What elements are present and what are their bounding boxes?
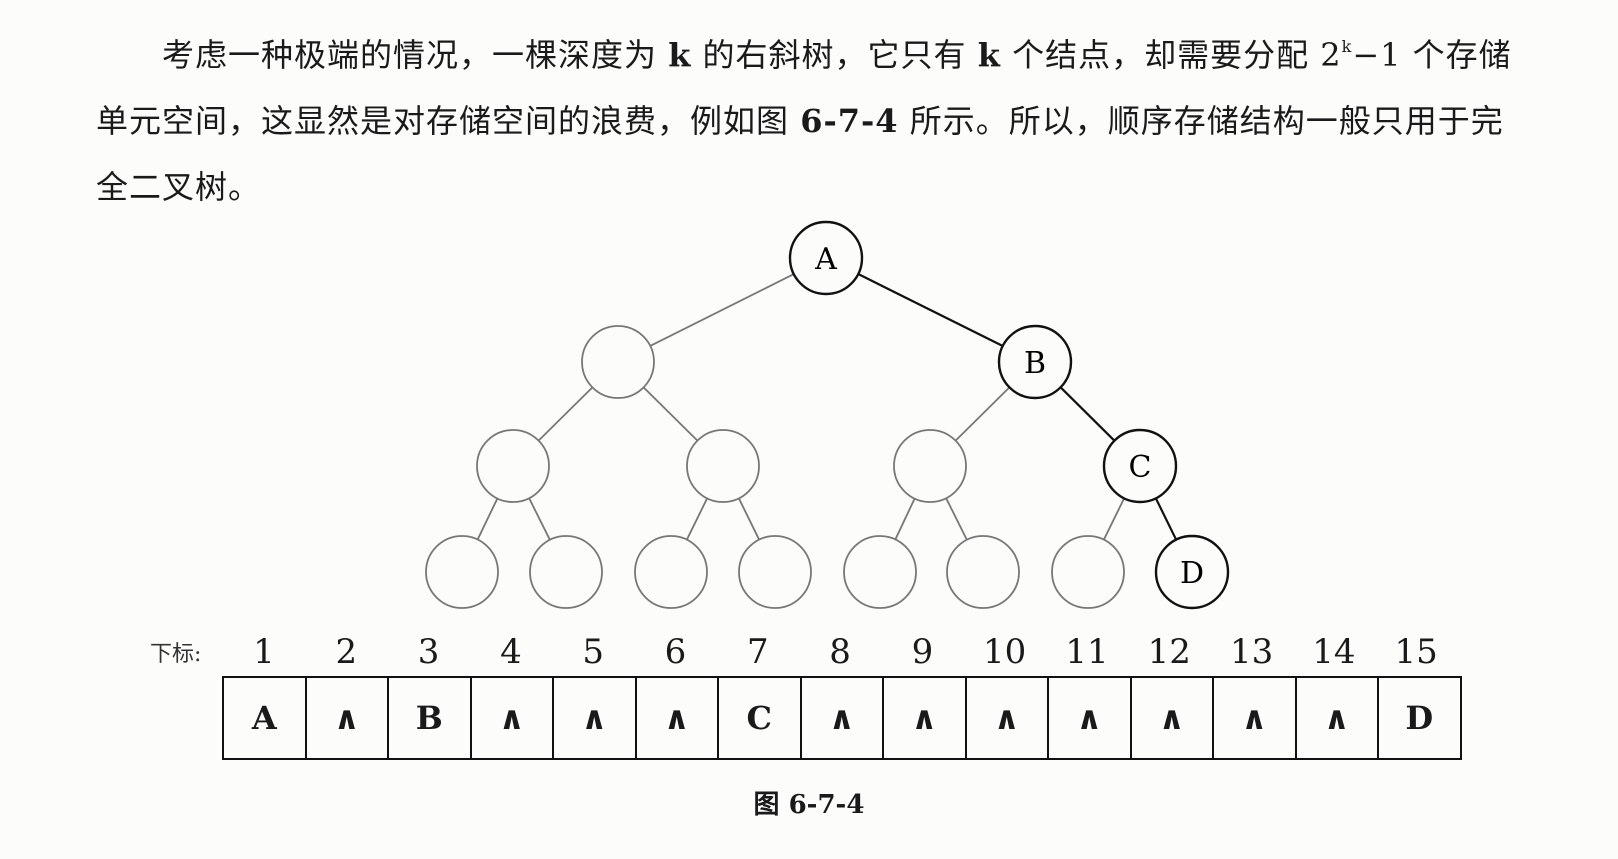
tree-edge (686, 497, 708, 541)
body-paragraph: 考虑一种极端的情况，一棵深度为 k 的右斜树，它只有 k 个结点，却需要分配 2… (96, 14, 1526, 220)
para-text-2: 的右斜树，它只有 (691, 36, 978, 74)
tree-node-label: B (1024, 346, 1046, 381)
tree-edge (649, 273, 795, 347)
para-text-5: 所示。所以，顺序存储结构一般只用于完全二叉树。 (96, 102, 1504, 206)
index-number: 10 (983, 632, 1027, 672)
array-cell-b: B (389, 678, 472, 758)
array-cell-null: ∧ (1049, 678, 1132, 758)
tree-node-d: D (1154, 534, 1230, 610)
tree-node-label: C (1129, 450, 1152, 485)
binary-tree-diagram: A B C D (425, 220, 1230, 610)
para-text-4: −1 个存储单元空间，这显然是对存储空间的浪费，例如图 (96, 36, 1512, 140)
index-number: 15 (1394, 632, 1438, 672)
storage-array: A∧B∧∧∧C∧∧∧∧∧∧∧D (222, 676, 1462, 760)
index-number: 7 (746, 632, 769, 672)
tree-node-label: A (814, 242, 837, 277)
index-number: 9 (911, 632, 934, 672)
array-cell-null: ∧ (884, 678, 967, 758)
array-cell-c: C (719, 678, 802, 758)
tree-edge (642, 386, 699, 442)
index-label: 下标: (150, 642, 202, 667)
tree-node-empty (686, 429, 760, 503)
tree-node-c: C (1102, 428, 1178, 504)
tree-edge (954, 386, 1011, 442)
tree-node-empty (738, 535, 812, 609)
tree-node-empty (581, 325, 655, 399)
tree-edge (894, 498, 916, 540)
tree-node-empty (529, 535, 603, 609)
para-text-3: 个结点，却需要分配 2 (1000, 36, 1342, 74)
index-number: 13 (1229, 632, 1274, 672)
index-number: 5 (582, 632, 604, 672)
tree-node-b: B (997, 324, 1073, 400)
array-cell-a: A (224, 678, 307, 758)
index-number: 8 (829, 632, 851, 672)
index-number: 1 (253, 632, 275, 672)
index-number: 2 (335, 632, 358, 672)
tree-node-label: D (1180, 556, 1204, 591)
tree-edge (537, 386, 594, 442)
index-number: 12 (1147, 632, 1191, 672)
tree-edge (1154, 497, 1178, 541)
array-cell-null: ∧ (802, 678, 884, 758)
tree-edge (738, 497, 760, 541)
array-cell-null: ∧ (554, 678, 637, 758)
index-number: 11 (1065, 632, 1109, 672)
array-cell-d: D (1405, 699, 1434, 737)
tree-node-empty (425, 535, 499, 609)
array-cell-null: ∧ (637, 678, 719, 758)
array-cell-null: ∧ (472, 678, 554, 758)
exponent-k: k (1341, 37, 1353, 56)
array-cell-null: ∧ (1132, 678, 1214, 758)
tree-node-empty (476, 429, 550, 503)
array-cell-null: ∧ (307, 678, 389, 758)
array-cell-null: ∧ (1297, 678, 1379, 758)
tree-edge (945, 497, 968, 541)
tree-edge (528, 497, 551, 541)
tree-node-empty (893, 429, 967, 503)
tree-node-empty (634, 535, 708, 609)
tree-node-empty (946, 535, 1020, 609)
tree-node-a: A (788, 220, 864, 296)
figure-caption: 图 6-7-4 (753, 790, 865, 820)
tree-edge (476, 498, 499, 540)
index-number: 4 (500, 632, 522, 672)
tree-edge (1103, 497, 1125, 541)
index-number: 6 (664, 632, 687, 672)
var-k: k (977, 36, 1001, 74)
array-cell-null: ∧ (967, 678, 1049, 758)
figure-ref: 6-7-4 (800, 102, 899, 140)
tree-edge (1059, 386, 1116, 442)
para-text-1: 考虑一种极端的情况，一棵深度为 (162, 36, 669, 74)
index-number: 3 (417, 632, 440, 672)
tree-node-empty (1051, 535, 1125, 609)
tree-edge (857, 273, 1004, 347)
index-number: 14 (1312, 632, 1356, 672)
tree-node-empty (843, 535, 917, 609)
var-k: k (668, 36, 692, 74)
array-cell-null: ∧ (1214, 678, 1297, 758)
